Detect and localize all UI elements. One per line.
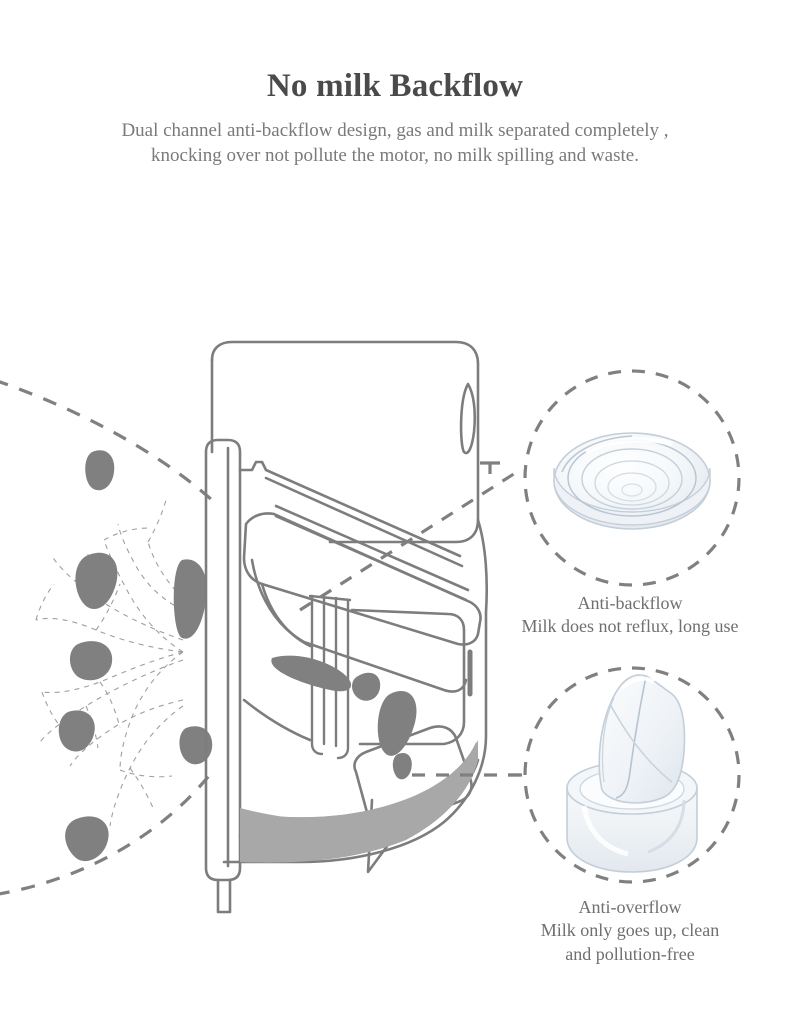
valve-duckbill-flap xyxy=(598,674,686,804)
motor-housing xyxy=(210,340,480,544)
duckbill-valve-part xyxy=(566,674,698,873)
page-title: No milk Backflow xyxy=(266,68,524,104)
power-button xyxy=(459,382,477,455)
breast-contour-lower xyxy=(0,771,214,896)
valve-base-shade xyxy=(647,799,686,854)
callout-leader-ticks xyxy=(480,461,522,777)
flow-droplet xyxy=(377,690,417,756)
milk-duct-network xyxy=(35,499,184,827)
valve-base-highlight xyxy=(581,805,629,857)
subtitle-line-1: Dual channel anti-backflow design, gas a… xyxy=(121,120,669,142)
flow-droplet xyxy=(352,672,381,701)
diaphragm-ring xyxy=(581,448,683,510)
milk-droplet xyxy=(173,559,207,639)
internal-flow-droplets xyxy=(271,655,417,780)
milk-droplet-group xyxy=(58,450,213,862)
callout-leader-lines xyxy=(299,468,521,777)
channel-rib xyxy=(336,598,350,760)
inner-chamber-wall xyxy=(350,608,466,746)
caption-anti-overflow: Anti-overflow Milk only goes up, clean a… xyxy=(470,896,790,966)
header: No milk Backflow Dual channel anti-backf… xyxy=(0,0,790,168)
flange-top-lip-b xyxy=(264,476,464,568)
caption-anti-overflow-line-2: Milk only goes up, clean xyxy=(540,920,720,941)
funnel-rail-upper xyxy=(274,504,470,592)
breast-tissue-group xyxy=(0,380,214,896)
channel-cap-top xyxy=(308,594,352,602)
callout-dashed-ring xyxy=(523,666,741,884)
caption-anti-backflow: Anti-backflow Milk does not reflux, long… xyxy=(470,592,790,639)
valve-flap-crease xyxy=(609,703,673,783)
diaphragm-ring xyxy=(594,460,670,506)
milk-droplet xyxy=(65,816,109,862)
milk-reservoir-pool xyxy=(240,740,478,863)
reservoir-upper-edge xyxy=(242,698,312,742)
diaphragm-rim-shine xyxy=(561,435,633,473)
caption-anti-overflow-line-1: Anti-overflow xyxy=(578,897,682,917)
breast-contour-upper xyxy=(0,380,214,502)
silicone-diaphragm-part xyxy=(553,432,711,530)
funnel-body xyxy=(242,512,482,646)
subtitle-line-2: knocking over not pollute the motor, no … xyxy=(151,145,639,167)
diaphragm-highlight xyxy=(584,437,673,455)
caption-anti-backflow-line-1: Anti-backflow xyxy=(577,593,683,613)
leader-line-backflow xyxy=(299,468,521,612)
milk-pool-area xyxy=(240,740,478,862)
valve-flap-left-edge xyxy=(601,697,615,783)
milk-droplet xyxy=(69,641,113,681)
diaphragm-ring xyxy=(607,472,657,502)
callout-circle-anti-backflow xyxy=(523,369,741,587)
caption-anti-backflow-line-2: Milk does not reflux, long use xyxy=(521,616,739,637)
flange-shield-stem xyxy=(216,878,232,914)
flow-droplet xyxy=(392,752,412,780)
valve-flap-highlight xyxy=(620,676,656,690)
valve-slit-edge xyxy=(615,675,647,799)
caption-anti-overflow-line-3: and pollution-free xyxy=(565,943,695,964)
flow-droplet xyxy=(271,655,352,692)
milk-droplet xyxy=(58,710,95,752)
milk-droplet xyxy=(85,450,115,491)
diaphragm-center-nub xyxy=(621,483,643,497)
callout-circle-anti-overflow xyxy=(523,666,741,884)
page-subtitle: Dual channel anti-backflow design, gas a… xyxy=(0,104,790,168)
channel-rib xyxy=(310,594,324,756)
leader-tick-backflow xyxy=(480,461,500,474)
flange-shield-front xyxy=(204,438,242,882)
funnel-throat-b xyxy=(260,582,312,648)
callout-dashed-ring xyxy=(523,369,741,587)
flange-top-lip xyxy=(238,460,462,558)
milk-droplet xyxy=(75,552,118,610)
diaphragm-side-wall xyxy=(553,467,711,526)
milk-droplet xyxy=(179,726,213,765)
